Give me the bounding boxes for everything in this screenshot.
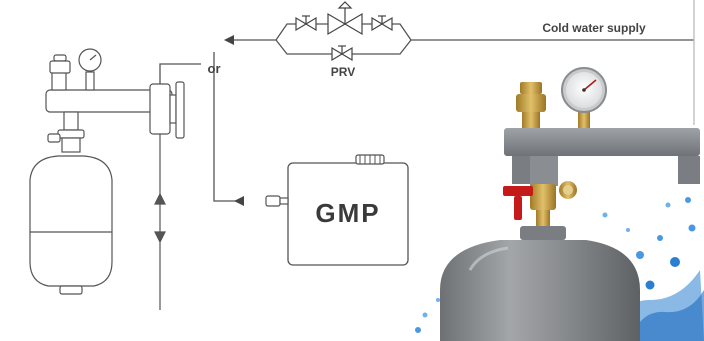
manifold-photo [504, 128, 700, 186]
pressure-gauge-icon [78, 48, 102, 72]
dimension-line [154, 134, 166, 310]
ball-valve-photo [503, 181, 577, 228]
gate-valve-icon [295, 15, 317, 32]
flow-arrow-icon [224, 35, 234, 45]
air-vent-valve-icon [516, 82, 546, 128]
gate-valve-icon [371, 15, 393, 32]
brand-logo: GMP [315, 198, 380, 228]
pressure-reducing-valve-icon [327, 1, 363, 36]
flow-arrow-icon [234, 196, 244, 206]
expansion-vessel-photo [440, 226, 640, 341]
or-label: or [208, 61, 221, 76]
valve-handle-icon [47, 133, 61, 143]
supply-label: Cold water supply [542, 21, 646, 35]
gmp-tank-icon [265, 154, 409, 266]
expansion-vessel-icon [29, 69, 185, 295]
prv-label: PRV [331, 65, 355, 79]
pressure-gauge-icon [561, 67, 607, 128]
gate-valve-icon [331, 45, 353, 62]
air-vent-valve-icon [49, 54, 71, 74]
